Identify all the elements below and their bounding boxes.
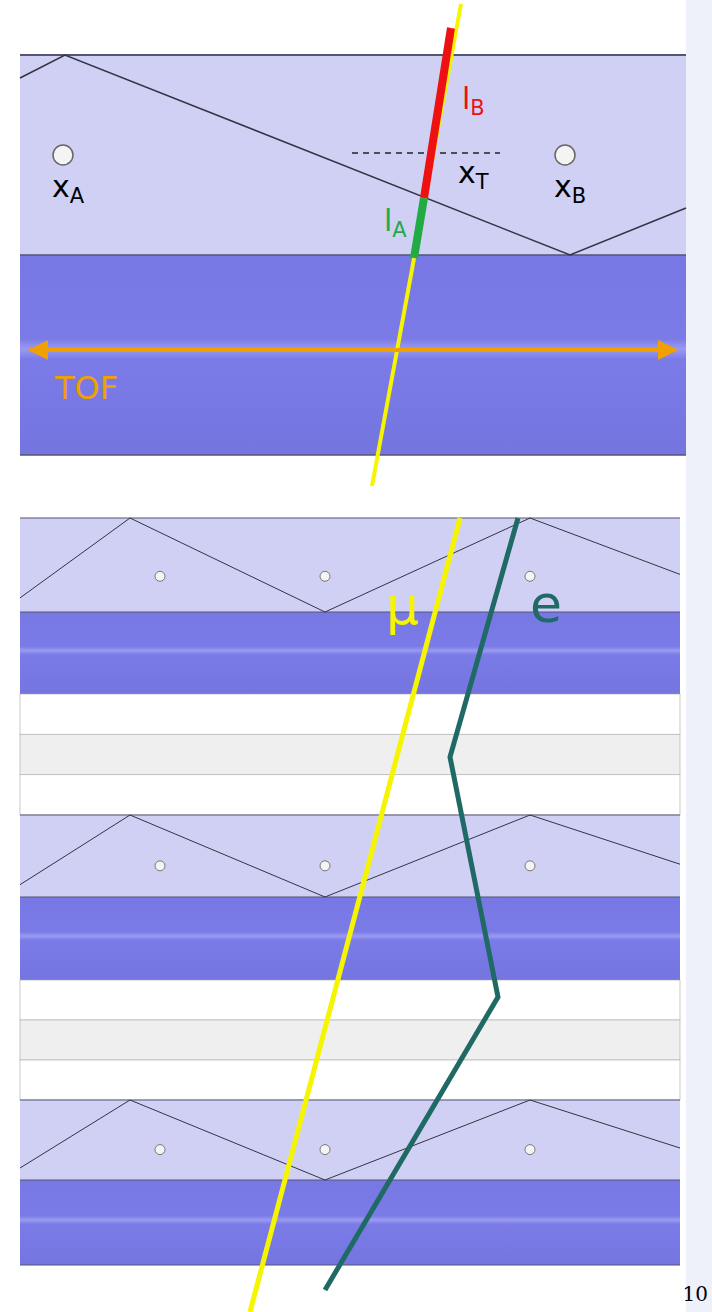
- position-label: xB: [554, 172, 586, 202]
- segment-label: lA: [384, 206, 407, 236]
- muon-track: [250, 518, 460, 1312]
- tof-label: TOF: [55, 372, 118, 404]
- particle-label: μ: [386, 580, 419, 632]
- electron-track: [325, 518, 518, 1290]
- top-layer: [20, 4, 686, 486]
- layer-stack: [20, 518, 680, 1265]
- segment-label: lB: [462, 84, 485, 114]
- particle-label: e: [530, 578, 562, 630]
- page-number: 10: [683, 1284, 708, 1304]
- watermark-strip: [686, 0, 712, 1312]
- position-label: xA: [52, 172, 84, 202]
- position-label: xT: [456, 158, 491, 188]
